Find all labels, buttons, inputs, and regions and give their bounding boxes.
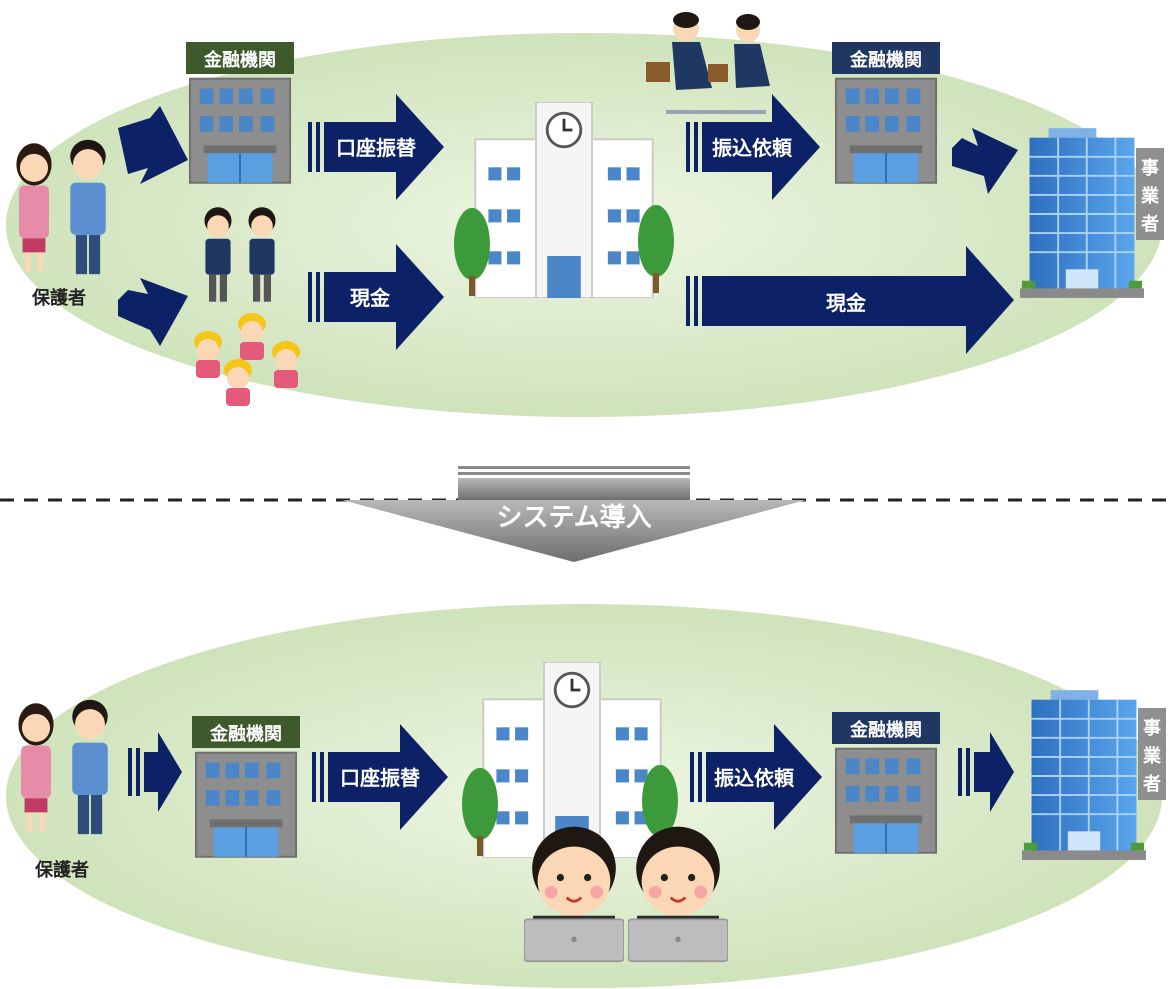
bank-label-bg-top-left bbox=[186, 42, 294, 74]
arrow-transfer-request-top bbox=[686, 94, 820, 200]
vendor-label-bg-bottom bbox=[1138, 708, 1166, 800]
arrow-account-transfer-top bbox=[308, 94, 444, 200]
bank-building-bottom-left-icon bbox=[194, 751, 298, 858]
guardian-label-top: 保護者 bbox=[31, 287, 86, 309]
running-people-icon bbox=[646, 12, 770, 114]
arrow-cash-to-school-label: 現金 bbox=[350, 286, 391, 310]
vendor-label-bg-top bbox=[1136, 148, 1164, 240]
vendor-label-top-3: 者 bbox=[1140, 214, 1159, 235]
kid-icon-2 bbox=[238, 313, 266, 360]
vendor-building-top-icon bbox=[1020, 127, 1144, 299]
arrow-transfer-request-bottom-label: 振込依頼 bbox=[714, 766, 795, 790]
arrow-account-transfer-bottom bbox=[312, 724, 448, 830]
kid-icon-1 bbox=[194, 331, 222, 378]
system-introduction-arrow bbox=[342, 466, 806, 562]
bank-to-vendor-arrow-icon bbox=[952, 128, 1018, 194]
bank-label-bg-top-right bbox=[832, 42, 940, 74]
kid-icon-3 bbox=[272, 341, 300, 388]
arrow-account-transfer-top-label: 口座振替 bbox=[336, 136, 416, 160]
bank-label-bottom-left: 金融機関 bbox=[209, 723, 282, 745]
guardian-to-students-arrow-icon bbox=[118, 278, 188, 346]
arrow-transfer-request-top-label: 振込依頼 bbox=[712, 136, 793, 160]
arrow-transfer-request-bottom bbox=[690, 724, 822, 830]
bank-building-top-left-icon bbox=[188, 77, 292, 184]
vendor-label-bottom-3: 者 bbox=[1142, 774, 1161, 795]
system-introduction-label: システム導入 bbox=[496, 502, 651, 533]
bank-label-top-right: 金融機関 bbox=[849, 49, 922, 71]
arrow-cash-to-school bbox=[308, 244, 444, 350]
arrow-account-transfer-bottom-label: 口座振替 bbox=[340, 766, 420, 790]
vendor-label-bottom-1: 事 bbox=[1143, 717, 1161, 739]
vendor-label-top-2: 業 bbox=[1140, 185, 1160, 207]
bank-building-bottom-right-icon bbox=[834, 747, 938, 854]
bank-label-top-left: 金融機関 bbox=[203, 49, 276, 71]
bank-label-bg-bottom-right bbox=[832, 712, 940, 744]
vendor-label-bottom-2: 業 bbox=[1142, 745, 1162, 767]
guardian-label-bottom: 保護者 bbox=[34, 859, 89, 881]
arrow-cash-to-vendor bbox=[686, 246, 1014, 354]
guardian-to-bank-bottom-arrow-icon bbox=[128, 732, 182, 812]
vendor-label-top-1: 事 bbox=[1141, 157, 1159, 179]
bank-to-vendor-bottom-arrow-icon bbox=[958, 732, 1014, 812]
bank-label-bg-bottom-left bbox=[192, 716, 300, 748]
guardian-to-bank-arrow-icon bbox=[118, 106, 188, 184]
kid-icon-4 bbox=[224, 359, 252, 406]
vendor-building-bottom-icon bbox=[1022, 689, 1146, 861]
bank-building-top-right-icon bbox=[834, 77, 938, 184]
arrow-cash-to-vendor-label: 現金 bbox=[826, 291, 867, 315]
bank-label-bottom-right: 金融機関 bbox=[849, 719, 922, 741]
